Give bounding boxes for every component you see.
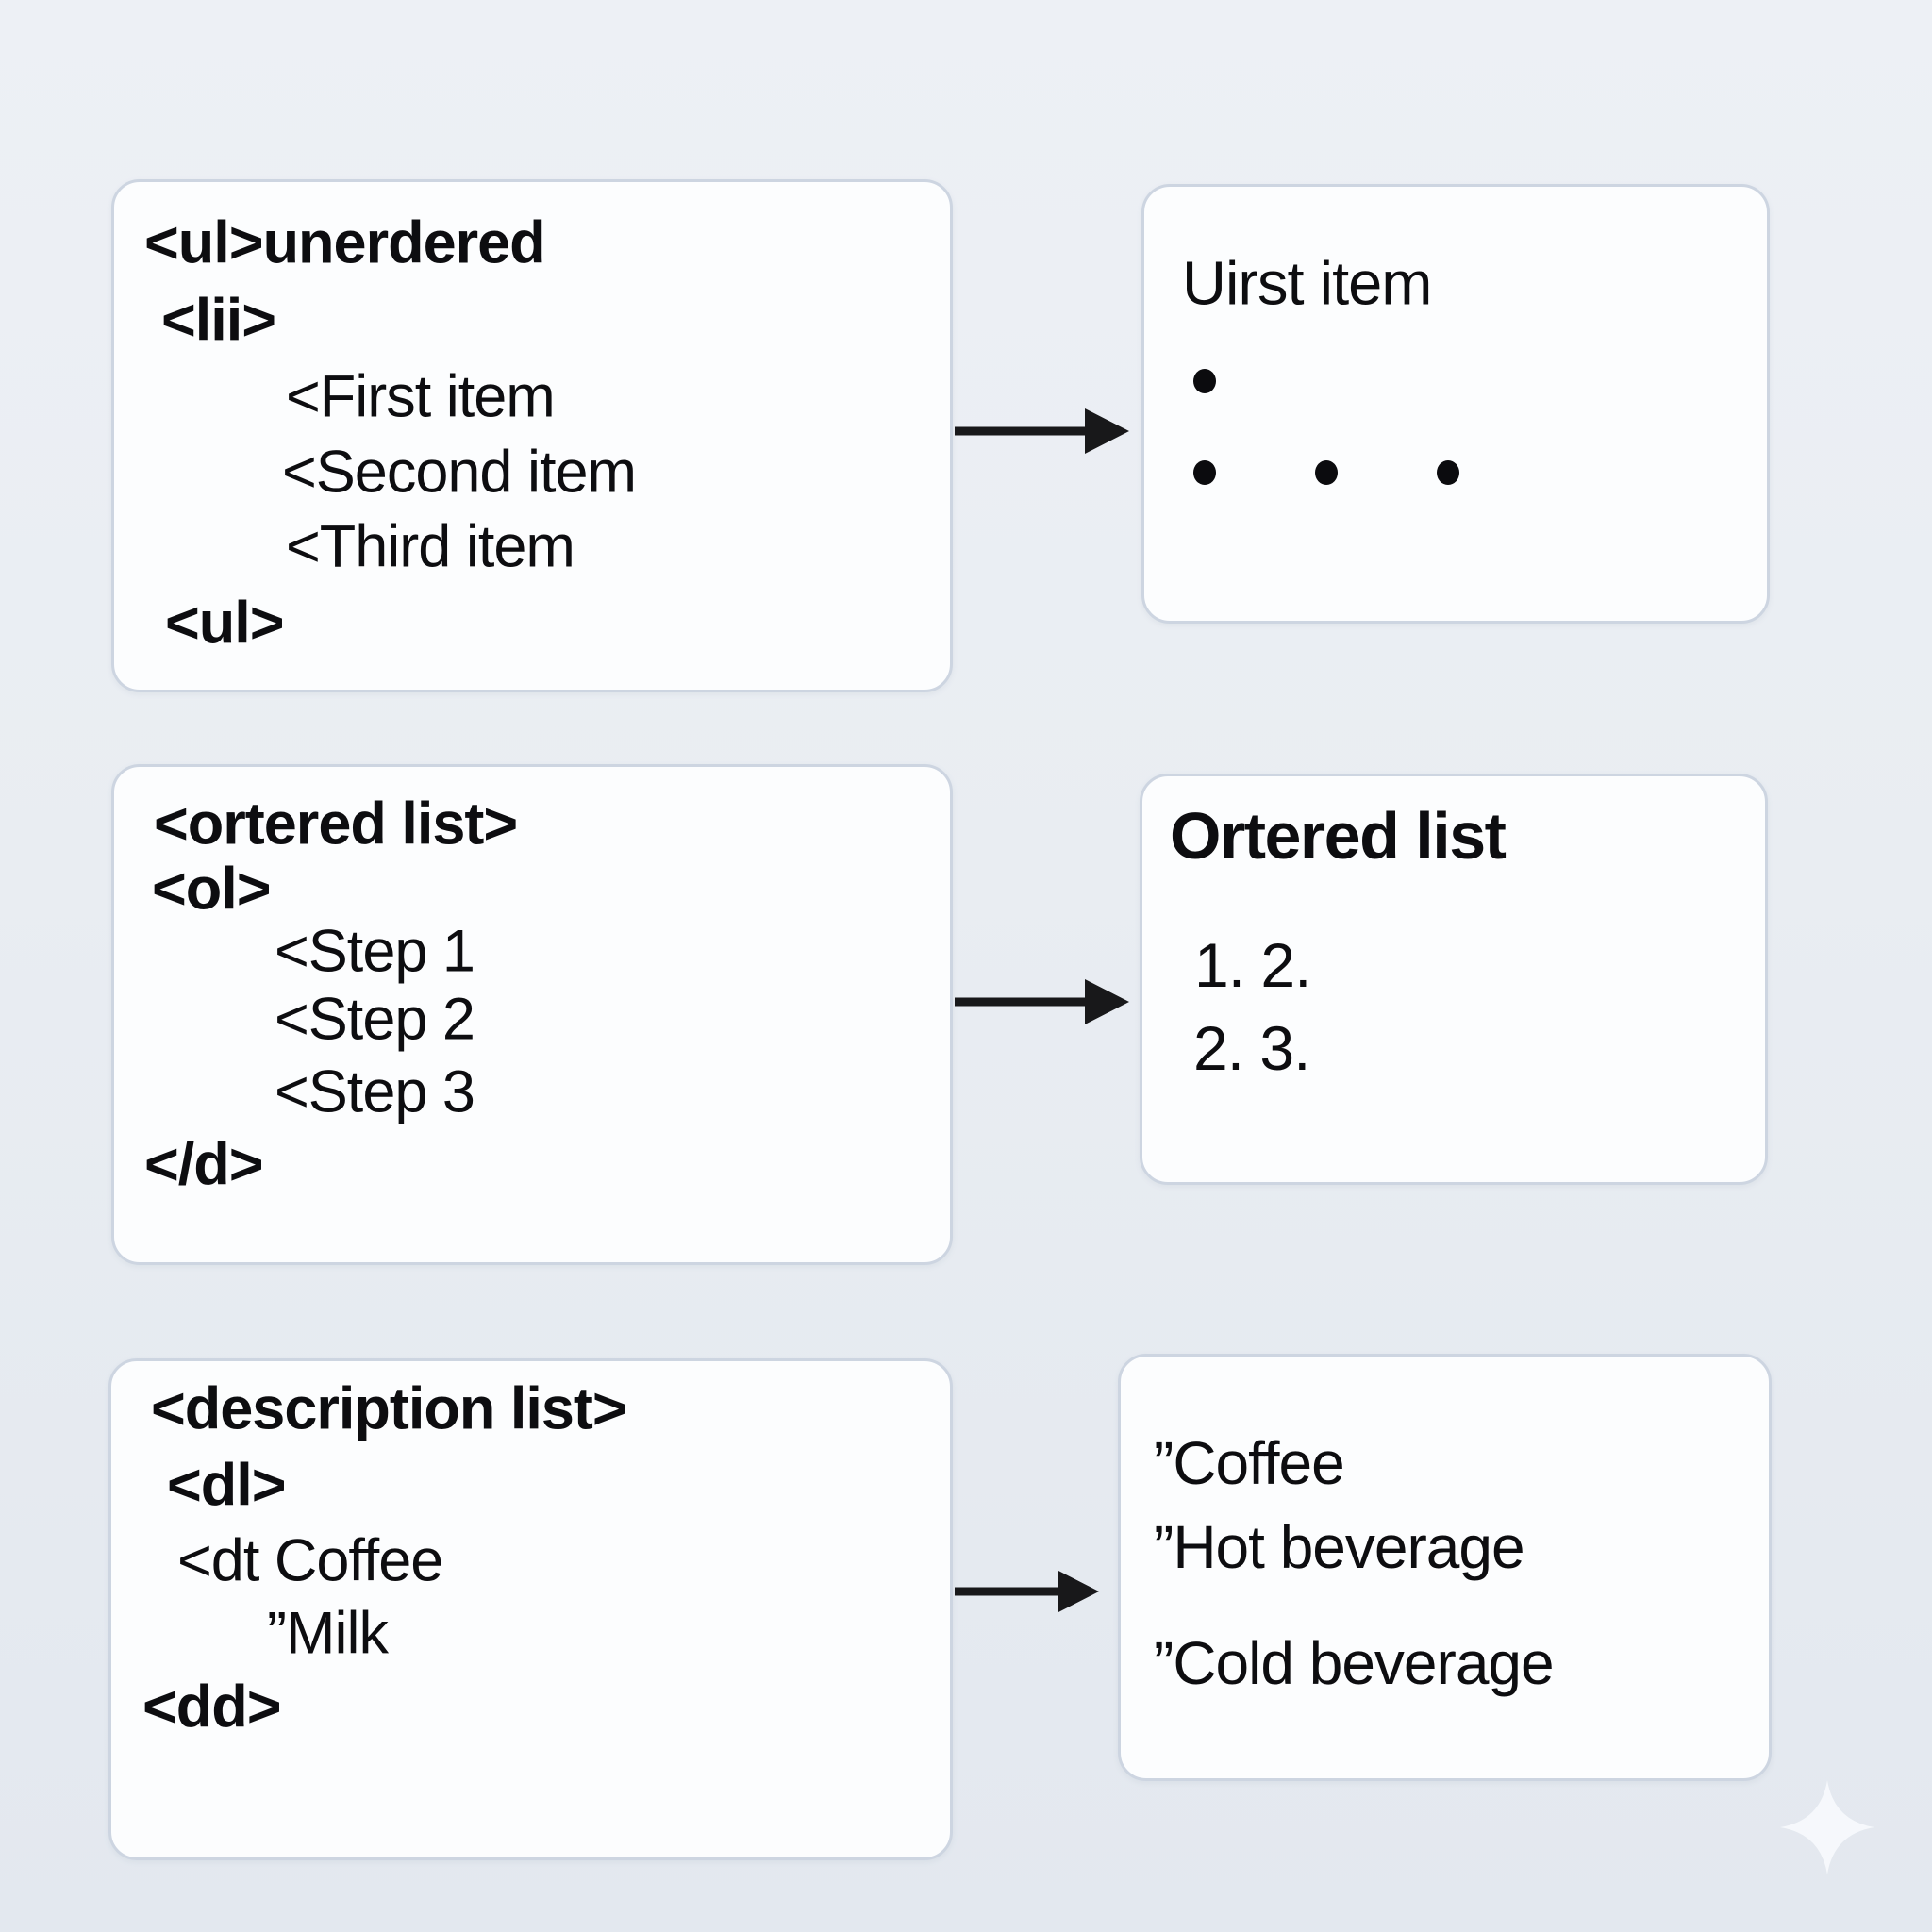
arrow-icon — [955, 408, 1129, 454]
code-line: <dd> — [142, 1674, 282, 1740]
code-line: <Second item — [282, 439, 637, 506]
output-list-item: ”Cold beverage — [1154, 1629, 1555, 1697]
ordered-code-box: <ortered list> <ol> <Step 1 <Step 2 <Ste… — [111, 764, 953, 1265]
arrow-icon — [955, 979, 1129, 1024]
code-line: </d> — [144, 1131, 264, 1198]
output-list-item: ”Coffee — [1154, 1429, 1345, 1497]
code-line: <Step 3 — [275, 1058, 475, 1125]
code-line: <dt Coffee — [177, 1527, 443, 1594]
unordered-code-box: <ul>unerdered <lii> <First item <Second … — [111, 179, 953, 692]
output-heading: Ortered list — [1170, 799, 1507, 873]
output-heading: Uirst item — [1182, 248, 1432, 318]
code-line: <Step 1 — [275, 918, 475, 985]
code-line: <dl> — [167, 1452, 287, 1519]
output-list-item: 2. 3. — [1193, 1013, 1310, 1083]
code-line: <lii> — [161, 287, 276, 354]
arrow-icon — [955, 1571, 1099, 1612]
bullet-icon — [1193, 369, 1216, 393]
code-line: <ol> — [152, 856, 272, 923]
code-line: <description list> — [151, 1375, 627, 1442]
sparkle-icon — [1780, 1780, 1874, 1874]
code-line: <ortered list> — [154, 791, 518, 858]
bullet-icon — [1315, 460, 1338, 485]
ordered-output-box: Ortered list 1. 2. 2. 3. — [1140, 774, 1768, 1185]
code-line: <ul> — [165, 590, 285, 657]
description-code-box: <description list> <dl> <dt Coffee ”Milk… — [108, 1358, 953, 1860]
output-list-item: 1. 2. — [1194, 930, 1311, 1000]
unordered-output-box: Uirst item — [1141, 184, 1770, 624]
bullet-icon — [1437, 460, 1459, 485]
code-line: <Third item — [286, 513, 575, 580]
code-line: <Step 2 — [275, 986, 475, 1053]
output-list-item: ”Hot beverage — [1154, 1513, 1525, 1581]
code-line: <First item — [286, 363, 556, 430]
code-line: <ul>unerdered — [144, 209, 546, 276]
bullet-icon — [1193, 460, 1216, 485]
code-line: ”Milk — [267, 1600, 389, 1667]
description-output-box: ”Coffee ”Hot beverage ”Cold beverage — [1118, 1354, 1772, 1781]
